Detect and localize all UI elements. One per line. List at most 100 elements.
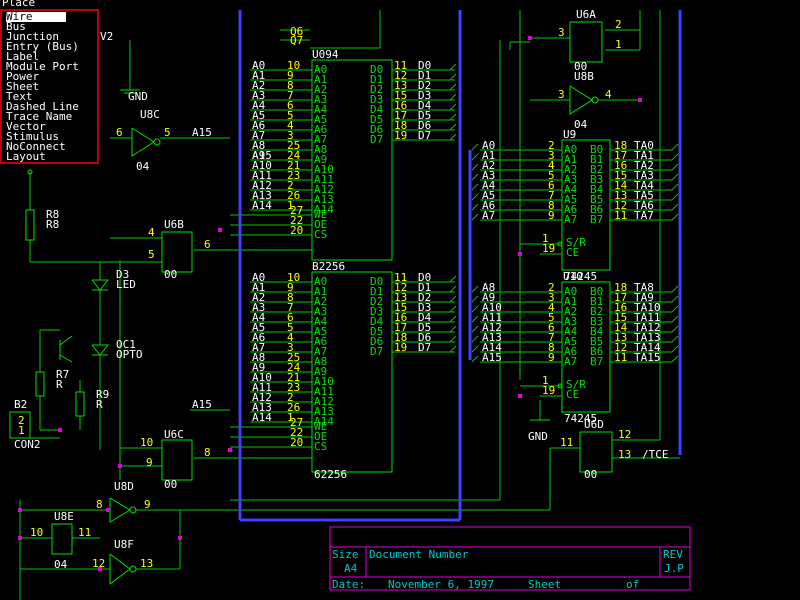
pin-label: 12 — [394, 281, 407, 294]
addr-net-label: A7 — [252, 129, 265, 142]
menu-item-noconnect[interactable]: NoConnect — [6, 140, 66, 153]
pin-name: A2 — [564, 163, 577, 176]
pin-label: 9 — [548, 351, 555, 364]
inv-bubble — [557, 241, 563, 247]
menu-item-layout[interactable]: Layout — [6, 150, 46, 163]
pin-label: 9 — [146, 456, 153, 469]
pin-label: 23 — [287, 381, 300, 394]
pin-name: A0 — [314, 275, 327, 288]
menu-item-trace-name[interactable]: Trace Name — [6, 110, 73, 123]
u8d-bubble — [129, 506, 137, 514]
pin-name: D4 — [370, 103, 384, 116]
addr-net-label: A5 — [252, 321, 265, 334]
addr-net-label: A3 — [252, 301, 265, 314]
title-rev-label: REV — [663, 548, 683, 561]
pin-name: D5 — [370, 325, 383, 338]
bus-entry — [471, 173, 479, 181]
pin-name: A4 — [314, 103, 328, 116]
menu-item-power[interactable]: Power — [6, 70, 40, 83]
pin-name: CE — [566, 388, 579, 401]
pin-label: 7 — [287, 89, 294, 102]
addr-net-label: A9 — [252, 361, 265, 374]
pin-name: D1 — [370, 73, 383, 86]
part-value: R8 — [46, 218, 59, 231]
pin-label: 4 — [287, 331, 294, 344]
data-net-label: D6 — [418, 119, 431, 132]
u8e-body — [51, 523, 73, 555]
junction-dot — [518, 252, 522, 256]
pin-label: 8 — [287, 291, 294, 304]
pin-label: 18 — [614, 139, 627, 152]
ta-net-label: TA10 — [634, 301, 661, 314]
part-ref: U9 — [563, 128, 576, 141]
pin-name: A8 — [314, 143, 327, 156]
addr-net-label: A15 — [252, 149, 272, 162]
pin-label: 15 — [614, 169, 627, 182]
pin-name: A14 — [314, 203, 334, 216]
pin-label: 19 — [542, 242, 555, 255]
ta-net-label: TA6 — [634, 199, 654, 212]
menu-item-text[interactable]: Text — [6, 90, 33, 103]
pin-label: 13 — [140, 557, 153, 570]
ta-net-label: TA15 — [634, 351, 661, 364]
menu-item-vector[interactable]: Vector — [6, 120, 46, 133]
pin-name: A10 — [314, 163, 334, 176]
pin-label: 4 — [287, 119, 294, 132]
bus-net-label: A8 — [482, 281, 495, 294]
menu-item-sheet[interactable]: Sheet — [6, 80, 40, 93]
ta-net-label: TA1 — [634, 149, 654, 162]
ta-net-label: TA2 — [634, 159, 654, 172]
part-type: 74245 — [564, 412, 597, 425]
pin-label: 9 — [287, 281, 294, 294]
r7-body — [35, 371, 45, 397]
bus-entry — [449, 295, 457, 303]
pin-label: 18 — [394, 119, 407, 132]
bus-entry — [671, 213, 679, 221]
pin-label: 11 — [614, 351, 627, 364]
menu-item-stimulus[interactable]: Stimulus — [6, 130, 59, 143]
bus-entry — [471, 183, 479, 191]
pin-label: 22 — [290, 214, 303, 227]
pin-label: 5 — [548, 169, 555, 182]
pin-name: A4 — [564, 325, 578, 338]
menu-item-dashed-line[interactable]: Dashed Line — [6, 100, 79, 113]
bus-entry — [449, 123, 457, 131]
pin-label: 16 — [614, 159, 627, 172]
addr-net-label: A6 — [252, 331, 265, 344]
menu-item-label[interactable]: Label — [6, 50, 40, 63]
bus-entry — [449, 113, 457, 121]
pin-label: 2 — [548, 139, 555, 152]
pin-name: D6 — [370, 335, 383, 348]
pin-label: 20 — [290, 436, 303, 449]
bus-layer — [238, 10, 682, 522]
pin-name: A1 — [564, 153, 577, 166]
pin-name: B1 — [590, 295, 603, 308]
menu-item-junction[interactable]: Junction — [6, 30, 59, 43]
part-ref: U8D — [114, 480, 134, 493]
pin-label: 15 — [394, 89, 407, 102]
addr-net-label: A8 — [252, 351, 265, 364]
data-net-label: D4 — [418, 99, 432, 112]
bus-entry — [471, 345, 479, 353]
pin-label: 3 — [558, 26, 565, 39]
pin-name: A3 — [314, 93, 327, 106]
menu-item-bus[interactable]: Bus — [6, 20, 26, 33]
data-net-label: D3 — [418, 89, 431, 102]
pin-name: D1 — [370, 285, 383, 298]
bus-entry — [449, 315, 457, 323]
menu-item-wire[interactable]: Wire — [6, 11, 66, 22]
title-date-value: November 6, 1997 — [388, 578, 494, 591]
title-size-value: A4 — [344, 562, 358, 575]
title-rev-value: J.P — [664, 562, 684, 575]
menu-item-module-port[interactable]: Module Port — [6, 60, 79, 73]
menu-item-entry-bus[interactable]: Entry (Bus) — [6, 40, 79, 53]
bus-entry — [449, 103, 457, 111]
pin-name: B7 — [590, 355, 603, 368]
junction-dot — [106, 508, 110, 512]
junction-layer — [18, 36, 642, 571]
bus-entry — [449, 345, 457, 353]
pin-name: A7 — [314, 133, 327, 146]
